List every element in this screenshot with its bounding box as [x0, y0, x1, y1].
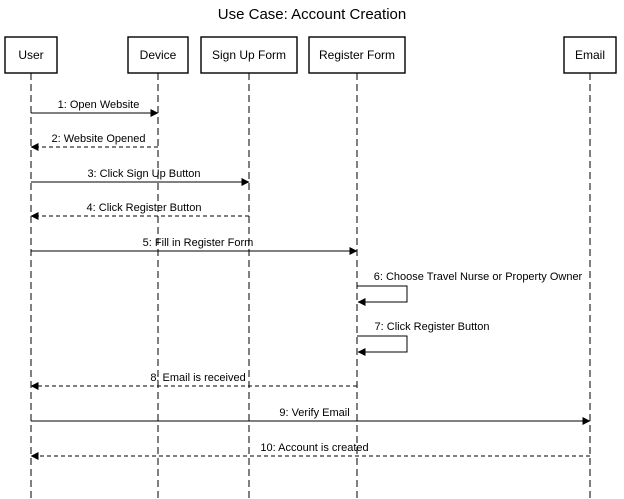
- participant-box-register: [308, 36, 406, 74]
- participant-box-signup: [200, 36, 298, 74]
- participant-box-email: [563, 36, 617, 74]
- participant-box-device: [127, 36, 189, 74]
- participant-label-signup: Sign Up Form: [212, 48, 286, 62]
- message-arrow-7: [357, 335, 408, 356]
- message-label-6: 6: Choose Travel Nurse or Property Owner: [374, 271, 583, 283]
- participant-label-user: User: [18, 48, 43, 62]
- participant-label-email: Email: [575, 48, 605, 62]
- message-label-3: 3: Click Sign Up Button: [87, 168, 200, 180]
- message-label-1: 1: Open Website: [58, 99, 140, 111]
- message-label-7: 7: Click Register Button: [375, 321, 490, 333]
- message-arrow-6: [357, 285, 408, 306]
- message-label-9: 9: Verify Email: [279, 407, 349, 419]
- participant-boxes: User Device Sign Up Form Register Form Email: [4, 36, 617, 74]
- message-label-2: 2: Website Opened: [52, 133, 146, 145]
- participant-box-user: [4, 36, 58, 74]
- message-label-10: 10: Account is created: [260, 442, 368, 454]
- diagram-title: Use Case: Account Creation: [218, 6, 406, 23]
- message-label-5: 5: Fill in Register Form: [143, 237, 254, 249]
- message-label-8: 8: Email is received: [150, 372, 245, 384]
- lifelines: [30, 73, 591, 499]
- participant-label-device: Device: [140, 48, 177, 62]
- messages: 1: Open Website 2: Website Opened 3: Click…: [30, 99, 591, 460]
- message-label-4: 4: Click Register Button: [87, 202, 202, 214]
- participant-label-register: Register Form: [319, 48, 395, 62]
